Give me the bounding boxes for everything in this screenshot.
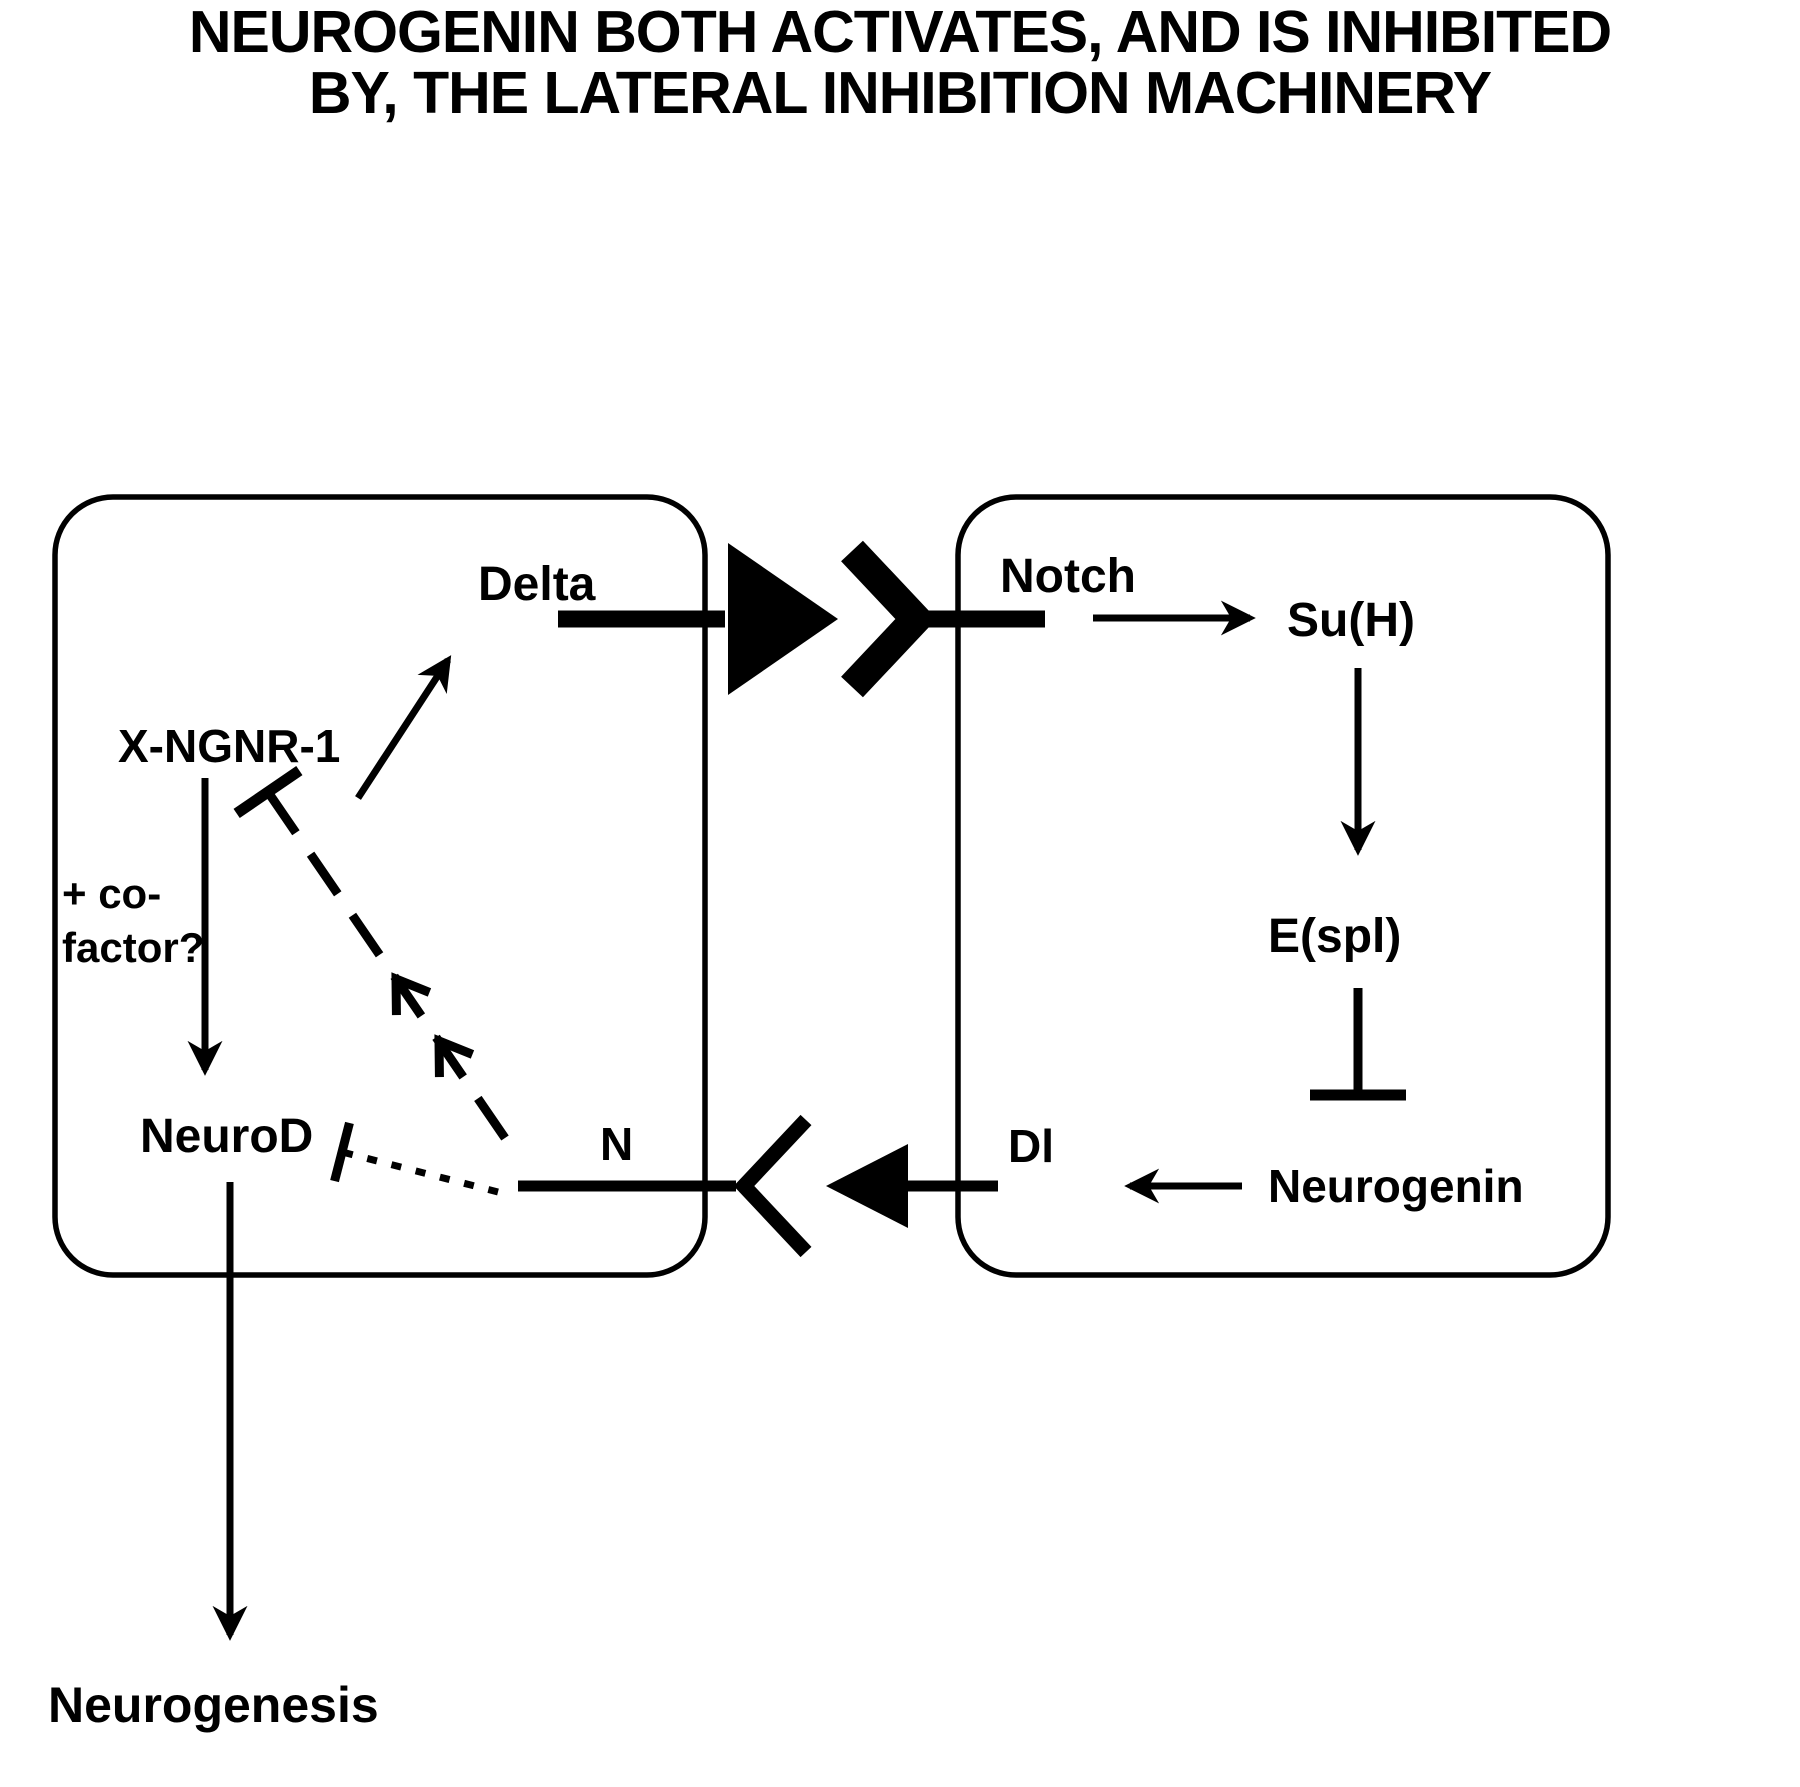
cofactor-label-line1: + co- xyxy=(62,870,161,917)
notch-receptor-icon xyxy=(733,1114,812,1258)
diagram-title-line1: NEUROGENIN BOTH ACTIVATES, AND IS INHIBI… xyxy=(188,0,1612,65)
node-espl: E(spl) xyxy=(1268,910,1401,963)
inhibit-n-chevron2-icon xyxy=(391,972,432,1016)
node-delta: Delta xyxy=(478,558,596,611)
inhibit-n-to-xngnr1-line xyxy=(264,789,509,1141)
delta-signal-chevron-icon xyxy=(841,540,937,698)
node-neurod: NeuroD xyxy=(140,1110,313,1163)
node-neurogenesis: Neurogenesis xyxy=(48,1677,379,1733)
dl-signal-arrowhead-icon xyxy=(826,1144,908,1228)
node-notch: Notch xyxy=(1000,550,1136,603)
node-suh: Su(H) xyxy=(1287,594,1415,647)
node-dl: Dl xyxy=(1008,1120,1054,1172)
inhibit-n-to-neurod-line xyxy=(345,1149,499,1196)
left-cell-membrane xyxy=(52,494,708,1278)
diagram-title: NEUROGENIN BOTH ACTIVATES, AND IS INHIBI… xyxy=(0,0,1800,127)
node-n: N xyxy=(600,1118,633,1170)
inhibit-n-to-xngnr1-tbar xyxy=(233,765,303,819)
right-cell-membrane xyxy=(955,494,1611,1278)
arrow-xngnr1-to-delta xyxy=(355,655,452,800)
inhibit-n-chevron1-icon xyxy=(434,1034,475,1078)
node-xngnr1: X-NGNR-1 xyxy=(118,720,340,772)
diagram-title-line2: BY, THE LATERAL INHIBITION MACHINERY xyxy=(308,60,1492,127)
node-neurogenin: Neurogenin xyxy=(1268,1160,1524,1212)
inhibit-n-to-neurod-tbar xyxy=(330,1121,354,1183)
delta-signal-arrowhead-icon xyxy=(728,543,838,695)
cofactor-label-line2: factor? xyxy=(62,924,204,971)
